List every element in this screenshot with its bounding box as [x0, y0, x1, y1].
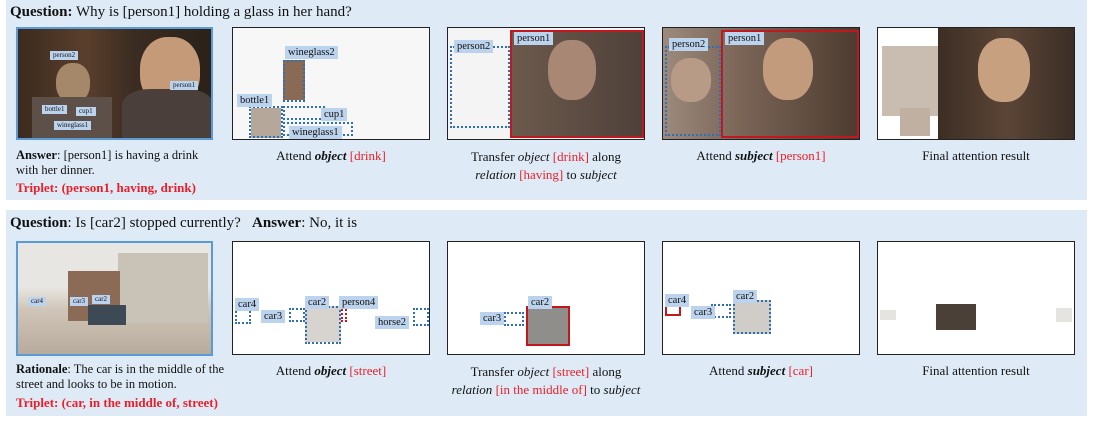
- attention-blob: [733, 300, 771, 334]
- region-label: bottle1: [237, 94, 273, 107]
- photo-label: car4: [28, 297, 47, 306]
- example1-final-box: [877, 27, 1075, 140]
- region-label: car2: [305, 296, 330, 309]
- example2-transfer-box: car2 car3: [447, 241, 645, 355]
- example2-caption-3: Transfer object [street] along relation …: [451, 364, 641, 397]
- example2-caption-4: Attend subject [car]: [709, 363, 813, 378]
- rationale-text: : The car is in the middle of the street…: [16, 362, 225, 391]
- region-label: person2: [454, 40, 494, 53]
- attention-blob: [936, 304, 976, 330]
- photo-label: cup1: [76, 107, 96, 116]
- attention-blob: [251, 108, 281, 138]
- photo-label: wineglass1: [54, 121, 92, 130]
- example1-answer: Answer: [person1] is having a drink with…: [16, 148, 221, 178]
- region-box: [283, 106, 325, 120]
- photo-label: person1: [170, 81, 199, 90]
- example1-caption-2: Attend object [drink]: [276, 148, 386, 163]
- region-label: wineglass1: [289, 126, 342, 139]
- example2-final-box: [877, 241, 1075, 355]
- example1-triplet: Triplet: (person1, having, drink): [16, 180, 196, 195]
- attention-blob: [526, 308, 570, 344]
- attention-blob: [671, 58, 711, 102]
- region-box: [283, 60, 305, 102]
- region-label: car4: [665, 294, 690, 307]
- region-box: [733, 300, 771, 334]
- example1-caption-5: Final attention result: [922, 148, 1030, 163]
- example2-question: Question: Is [car2] stopped currently? A…: [10, 215, 357, 232]
- region-label: car3: [480, 312, 505, 325]
- car: [88, 305, 126, 325]
- photo-label: bottle1: [42, 105, 68, 114]
- question-label: Question: [10, 215, 68, 231]
- rationale-label: Rationale: [16, 362, 68, 376]
- photo-label: person2: [50, 51, 79, 60]
- example1-transfer-box: person2 person1: [447, 27, 645, 140]
- question-text: Why is [person1] holding a glass in her …: [72, 4, 352, 20]
- person2-face: [56, 63, 90, 103]
- region-box: [665, 46, 721, 136]
- person1-body: [122, 89, 211, 138]
- region-label: person1: [725, 32, 765, 45]
- region-label: car2: [528, 296, 553, 309]
- table-area: [32, 97, 112, 138]
- region-label: horse2: [375, 316, 409, 329]
- region-box: [504, 312, 524, 326]
- highlight-box: [510, 30, 644, 138]
- photo-label: car2: [92, 295, 111, 304]
- example1-attend-subject-box: person2 person1: [662, 27, 860, 140]
- attention-blob: [283, 60, 305, 100]
- region-label: cup1: [321, 108, 348, 121]
- region-label: person4: [339, 296, 379, 309]
- region-label: car4: [235, 298, 260, 311]
- answer-text: : No, it is: [301, 215, 358, 231]
- example2-triplet: Triplet: (car, in the middle of, street): [16, 395, 218, 410]
- attention-blob: [900, 108, 930, 136]
- example1-input-photo: person2 person1 cup1 bottle1 wineglass1: [16, 27, 213, 140]
- example1-caption-3: Transfer object [drink] along relation […: [470, 149, 622, 182]
- attention-blob: [882, 46, 938, 116]
- building: [118, 253, 208, 323]
- attention-blob: [763, 38, 813, 100]
- region-box: [289, 308, 305, 322]
- region-box: [413, 308, 429, 326]
- region-label: car3: [691, 306, 716, 319]
- photo-label: car3: [70, 297, 89, 306]
- example2-caption-2: Attend object [street]: [275, 363, 387, 378]
- example1-caption-4: Attend subject [person1]: [696, 148, 826, 163]
- attention-blob: [880, 310, 896, 320]
- answer-label: Answer: [16, 148, 57, 162]
- answer-label: Answer: [252, 215, 302, 231]
- answer-text: : [person1] is having a drink with her d…: [16, 148, 199, 177]
- example2-attend-object-box: car4 car3 car2 person4 horse2: [232, 241, 430, 355]
- region-label: car3: [261, 310, 286, 323]
- question-label: Question:: [10, 4, 73, 20]
- attention-blob: [978, 38, 1030, 102]
- region-label: person1: [514, 32, 554, 45]
- example2-input-photo: car2 car3 car4: [16, 241, 213, 356]
- example1-attend-object-box: wineglass2 bottle1 cup1 wineglass1: [232, 27, 430, 140]
- region-box: [305, 306, 341, 344]
- region-label: person2: [669, 38, 709, 51]
- region-label: car2: [733, 290, 758, 303]
- highlight-box: [526, 306, 570, 346]
- example2-rationale: Rationale: The car is in the middle of t…: [16, 362, 231, 392]
- attention-blob: [305, 306, 341, 342]
- attention-blob: [548, 40, 596, 100]
- region-box: [450, 46, 510, 128]
- region-label: wineglass2: [285, 46, 338, 59]
- example2-caption-5: Final attention result: [922, 363, 1030, 378]
- example2-attend-subject-box: car4 car2 car3: [662, 241, 860, 355]
- example1-question: Question: Why is [person1] holding a gla…: [10, 4, 352, 21]
- question-text: : Is [car2] stopped currently?: [67, 215, 241, 231]
- attention-blob: [1056, 308, 1072, 322]
- highlight-box: [721, 30, 859, 138]
- region-box: [249, 106, 283, 138]
